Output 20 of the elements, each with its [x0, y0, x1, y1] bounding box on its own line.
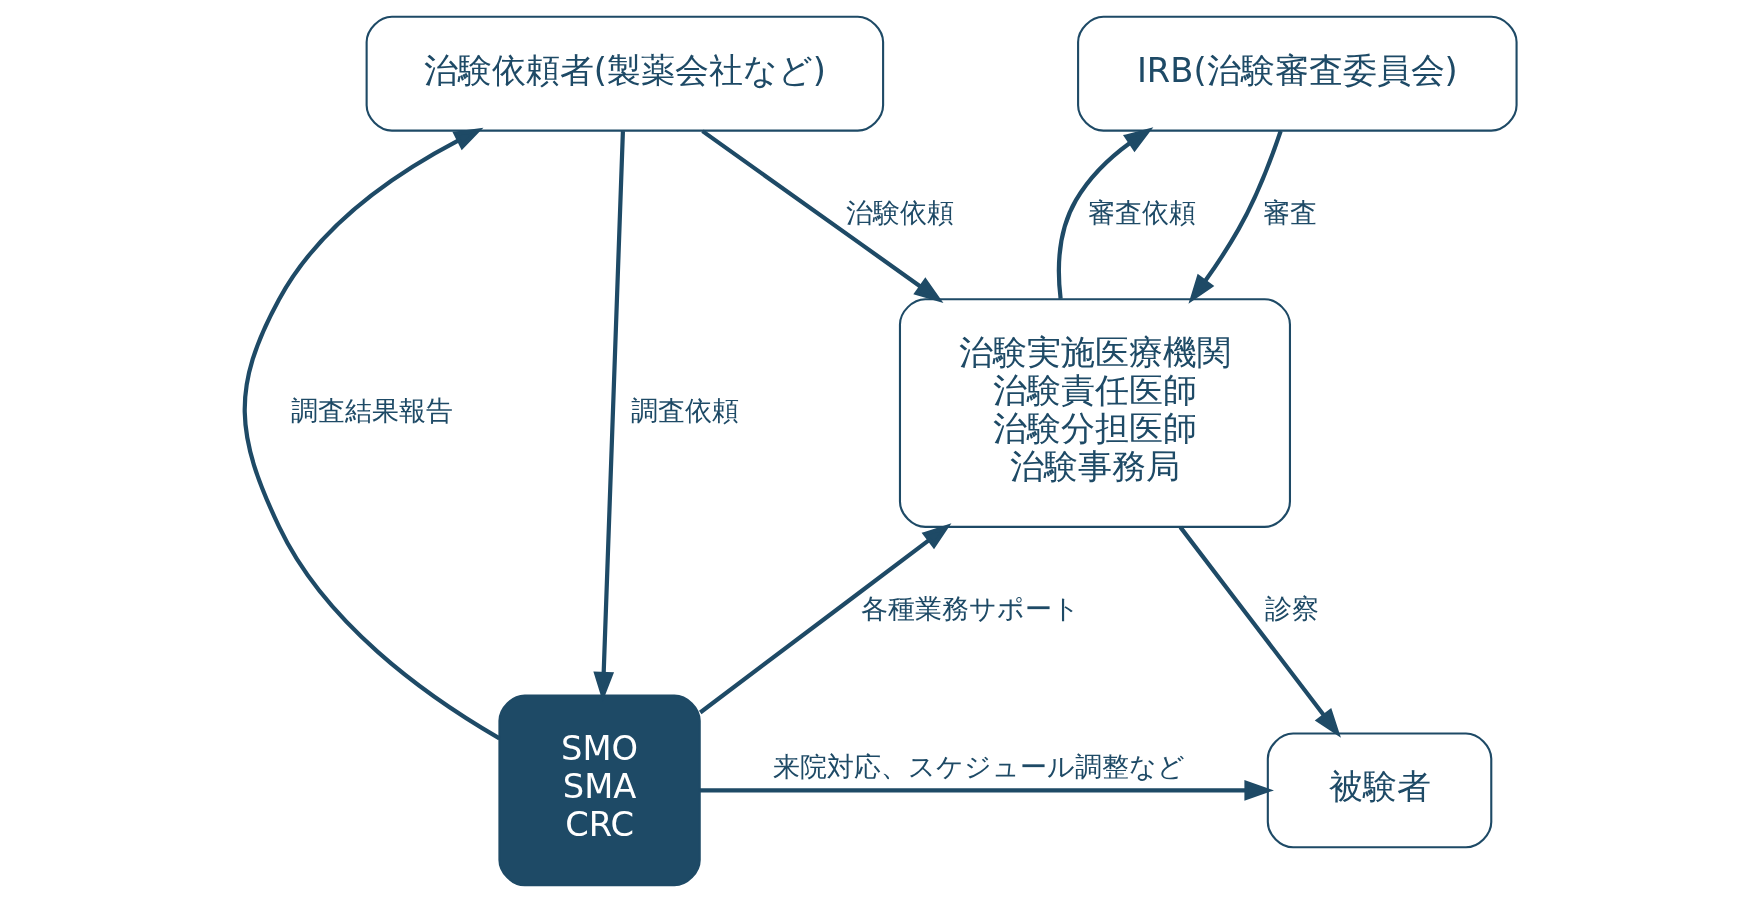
edge-label: 調査依頼 — [630, 395, 739, 427]
node-box: IRB(治験審査委員会) — [1076, 15, 1518, 132]
edge-label: 治験依頼 — [845, 197, 954, 229]
node-box: 治験依頼者(製薬会社など) — [365, 15, 884, 132]
arrow — [242, 127, 500, 741]
node-box: 治験実施医療機関 治験責任医師 治験分担医師 治験事務局 — [898, 298, 1291, 528]
arrow — [1178, 525, 1341, 738]
edge-label: 調査結果報告 — [290, 395, 453, 427]
node-box: SMO SMA CRC — [497, 694, 701, 887]
arrow — [699, 780, 1274, 801]
arrow — [700, 129, 943, 303]
arrow — [1056, 127, 1153, 299]
edge-label: 各種業務サポート — [860, 593, 1080, 625]
arrow — [1187, 130, 1283, 304]
edge-label: 審査 — [1262, 197, 1317, 229]
edge-label: 来院対応、スケジュール調整など — [772, 751, 1185, 783]
edge-label: 診察 — [1264, 593, 1319, 625]
arrow — [698, 523, 951, 715]
node-box: 被験者 — [1266, 732, 1492, 849]
edge-label: 審査依頼 — [1087, 197, 1196, 229]
